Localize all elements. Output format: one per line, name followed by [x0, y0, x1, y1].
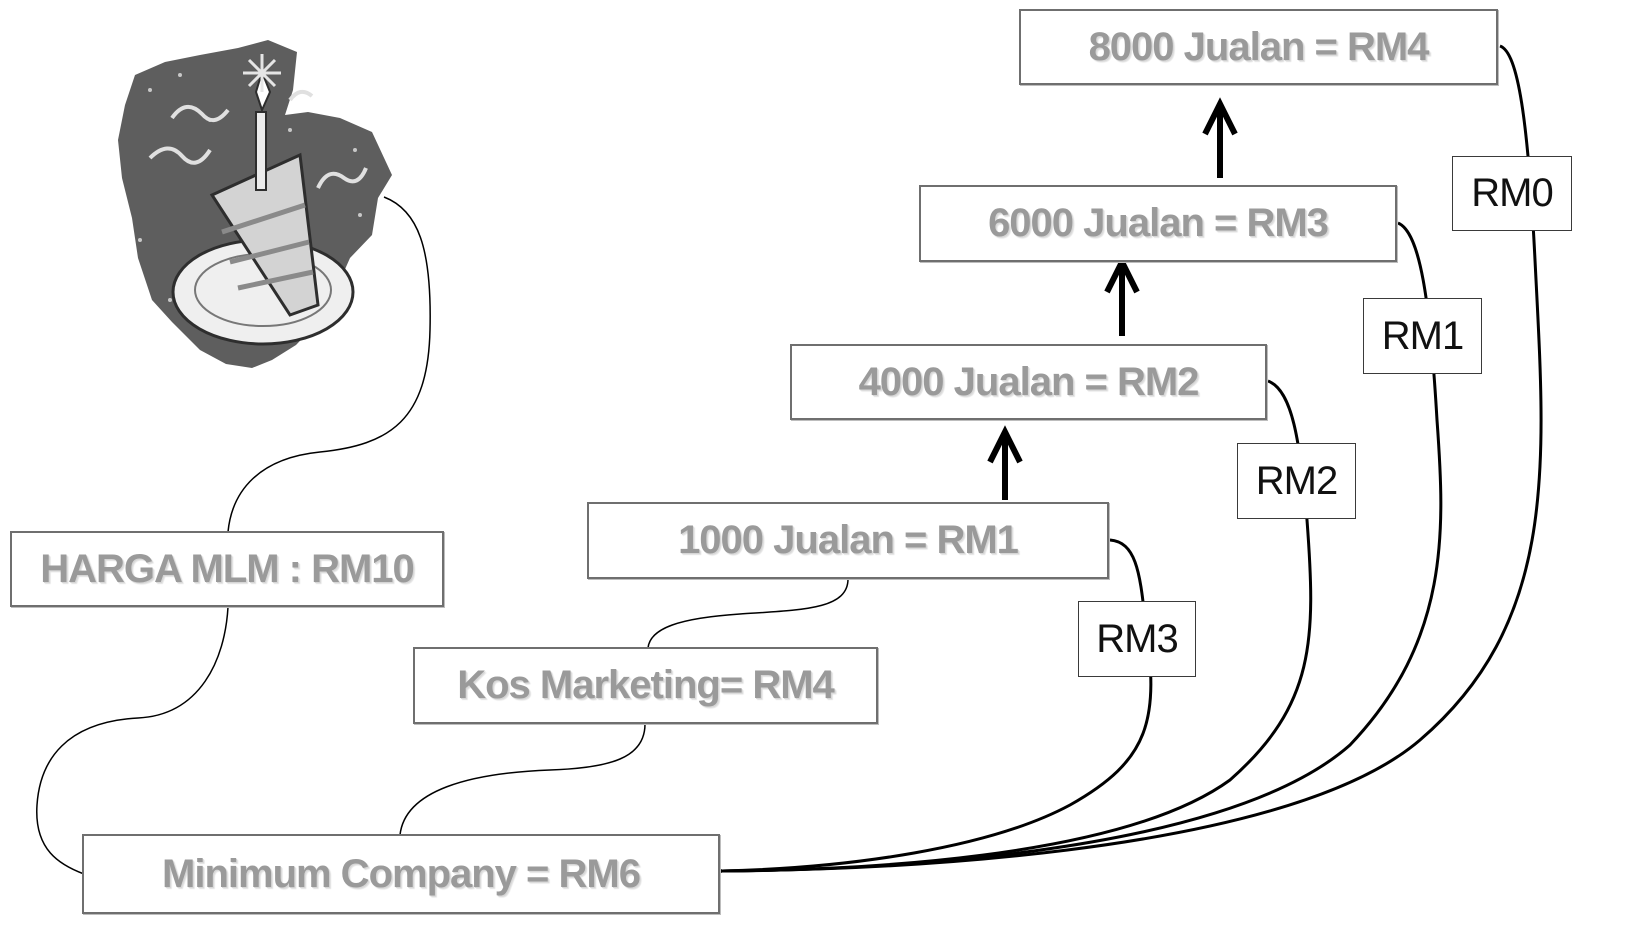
connector-harga-to-minimum [36, 606, 229, 875]
up-arrow-6000-to-8000 [1202, 97, 1238, 178]
up-arrow-4000-to-6000 [1104, 255, 1140, 336]
jualan-1000-box: 1000 Jualan = RM1 [587, 502, 1109, 579]
harga-mlm-box: HARGA MLM : RM10 [10, 531, 444, 607]
flow-label-rm2: RM2 [1237, 443, 1356, 519]
flow-label-rm0: RM0 [1452, 156, 1572, 231]
connector-1000-to-kos [647, 578, 849, 649]
connector-kos-to-minimum [399, 723, 646, 836]
flow-1000-to-minimum [721, 538, 1153, 873]
minimum-company-box: Minimum Company = RM6 [82, 834, 720, 914]
up-arrow-1000-to-4000 [987, 425, 1023, 500]
flow-8000-to-minimum [722, 44, 1543, 871]
connector-cake-to-harga [227, 196, 431, 533]
flow-label-rm1: RM1 [1363, 298, 1482, 374]
jualan-6000-box: 6000 Jualan = RM3 [919, 185, 1397, 262]
kos-marketing-box: Kos Marketing= RM4 [413, 647, 878, 724]
jualan-4000-box: 4000 Jualan = RM2 [790, 344, 1267, 420]
jualan-8000-box: 8000 Jualan = RM4 [1019, 9, 1498, 85]
cake-slice-icon [118, 40, 392, 368]
flow-label-rm3: RM3 [1078, 601, 1196, 677]
